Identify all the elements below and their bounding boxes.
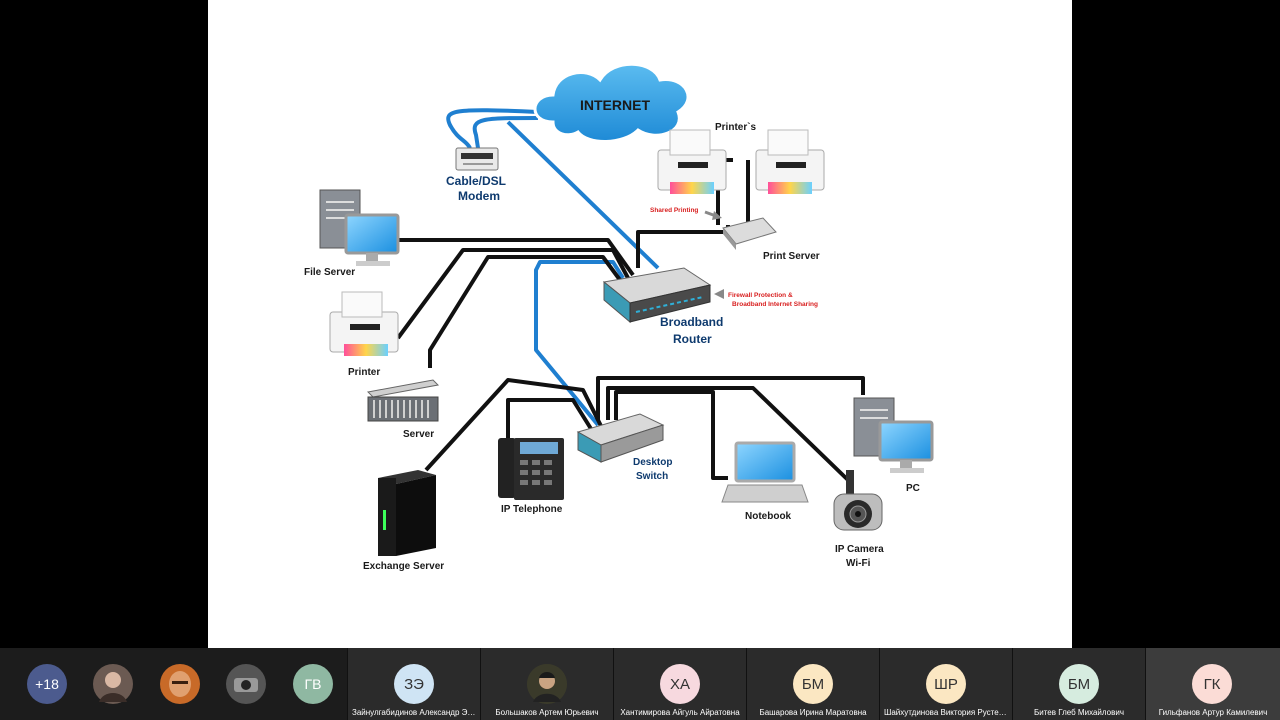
ip-telephone-icon <box>498 438 564 500</box>
participant-avatar: ХА <box>660 664 700 704</box>
printer-icon <box>755 129 825 194</box>
user-photo-icon <box>160 664 200 704</box>
desktop-switch-label-1: Desktop <box>633 457 672 468</box>
participant-avatar: БМ <box>1059 664 1099 704</box>
participant-avatar[interactable] <box>160 664 200 704</box>
participant-tile[interactable]: БМ Битев Глеб Михайлович <box>1012 648 1145 720</box>
router-icon <box>602 267 712 324</box>
ip-camera-label-1: IP Camera <box>835 544 884 555</box>
printers-label: Printer`s <box>715 122 757 133</box>
shared-slide: INTERNET Cable/DSL Modem Printer`s Share… <box>208 0 1072 648</box>
participant-avatar[interactable] <box>93 664 133 704</box>
print-server-label: Print Server <box>763 251 820 262</box>
file-server-label: File Server <box>304 267 355 278</box>
network-diagram: INTERNET Cable/DSL Modem Printer`s Share… <box>304 62 934 572</box>
printer-label: Printer <box>348 367 380 378</box>
blue-wires <box>446 108 660 427</box>
desktop-switch-label-2: Switch <box>636 471 668 482</box>
participant-avatar: БМ <box>793 664 833 704</box>
file-server-icon <box>319 189 400 266</box>
server-label: Server <box>403 429 434 440</box>
modem-label-2: Modem <box>458 189 500 203</box>
participant-initials: БМ <box>801 675 825 693</box>
internet-cloud-icon: INTERNET <box>533 62 690 143</box>
participant-initials: БМ <box>1067 675 1091 693</box>
participant-initials: ШР <box>934 675 958 693</box>
user-photo-icon <box>226 664 266 704</box>
pc-label: PC <box>906 483 920 494</box>
more-participants-count: +18 <box>35 676 59 692</box>
router-label-2: Router <box>673 332 712 346</box>
modem-icon <box>455 147 499 171</box>
ip-telephone-label: IP Telephone <box>501 504 563 515</box>
participant-initials: ГК <box>1203 675 1221 693</box>
modem-label-1: Cable/DSL <box>446 174 506 188</box>
notebook-label: Notebook <box>745 511 792 522</box>
participant-tile[interactable]: ШР Шайхутдинова Виктория Рустемо... <box>879 648 1012 720</box>
shared-printing-label: Shared Printing <box>650 207 698 214</box>
participant-avatar[interactable] <box>226 664 266 704</box>
ip-camera-label-2: Wi-Fi <box>846 558 871 569</box>
exchange-server-icon <box>378 470 436 556</box>
participant-tile[interactable]: Большаков Артем Юрьевич <box>480 648 613 720</box>
participant-name: Башарова Ирина Маратовна <box>759 708 867 717</box>
user-photo-icon <box>93 664 133 704</box>
participant-initials: ХА <box>669 675 690 693</box>
participant-initials: ГВ <box>304 676 322 692</box>
participant-name: Гильфанов Артур Камилевич <box>1158 708 1268 717</box>
printer-icon <box>657 129 727 194</box>
participant-tile[interactable]: ЗЭ Зайнулгабидинов Александр Эрик... <box>347 648 480 720</box>
participant-name: Хантимирова Айгуль Айратовна <box>620 708 740 717</box>
participant-avatar: ГК <box>1192 664 1232 704</box>
router-label-1: Broadband <box>660 315 723 329</box>
exchange-server-label: Exchange Server <box>363 561 444 572</box>
participant-avatar <box>527 664 567 704</box>
participant-tile[interactable]: ХА Хантимирова Айгуль Айратовна <box>613 648 746 720</box>
participant-name: Шайхутдинова Виктория Рустемо... <box>884 708 1008 717</box>
print-server-icon <box>722 217 777 250</box>
participant-name: Зайнулгабидинов Александр Эрик... <box>352 708 476 717</box>
internet-label: INTERNET <box>580 97 650 113</box>
black-wires <box>396 158 865 482</box>
participant-tile[interactable]: ГК Гильфанов Артур Камилевич <box>1145 648 1280 720</box>
participant-avatar: ШР <box>926 664 966 704</box>
pc-icon <box>853 397 934 473</box>
participant-initials: ЗЭ <box>404 675 424 693</box>
participant-tile[interactable]: БМ Башарова Ирина Маратовна <box>746 648 879 720</box>
participant-name: Большаков Артем Юрьевич <box>495 708 599 717</box>
ip-camera-icon <box>833 470 883 531</box>
participant-avatar[interactable]: ГВ <box>293 664 333 704</box>
firewall-note-2: Broadband Internet Sharing <box>732 301 818 308</box>
rack-server-icon <box>366 379 440 422</box>
desktop-switch-icon <box>576 413 665 463</box>
firewall-note-1: Firewall Protection & <box>728 292 793 299</box>
user-photo-icon <box>527 664 567 704</box>
notebook-icon <box>721 441 809 503</box>
participant-name: Битев Глеб Михайлович <box>1034 708 1124 717</box>
printer-icon <box>329 291 399 356</box>
more-participants-button[interactable]: +18 <box>27 664 67 704</box>
participant-avatar: ЗЭ <box>394 664 434 704</box>
